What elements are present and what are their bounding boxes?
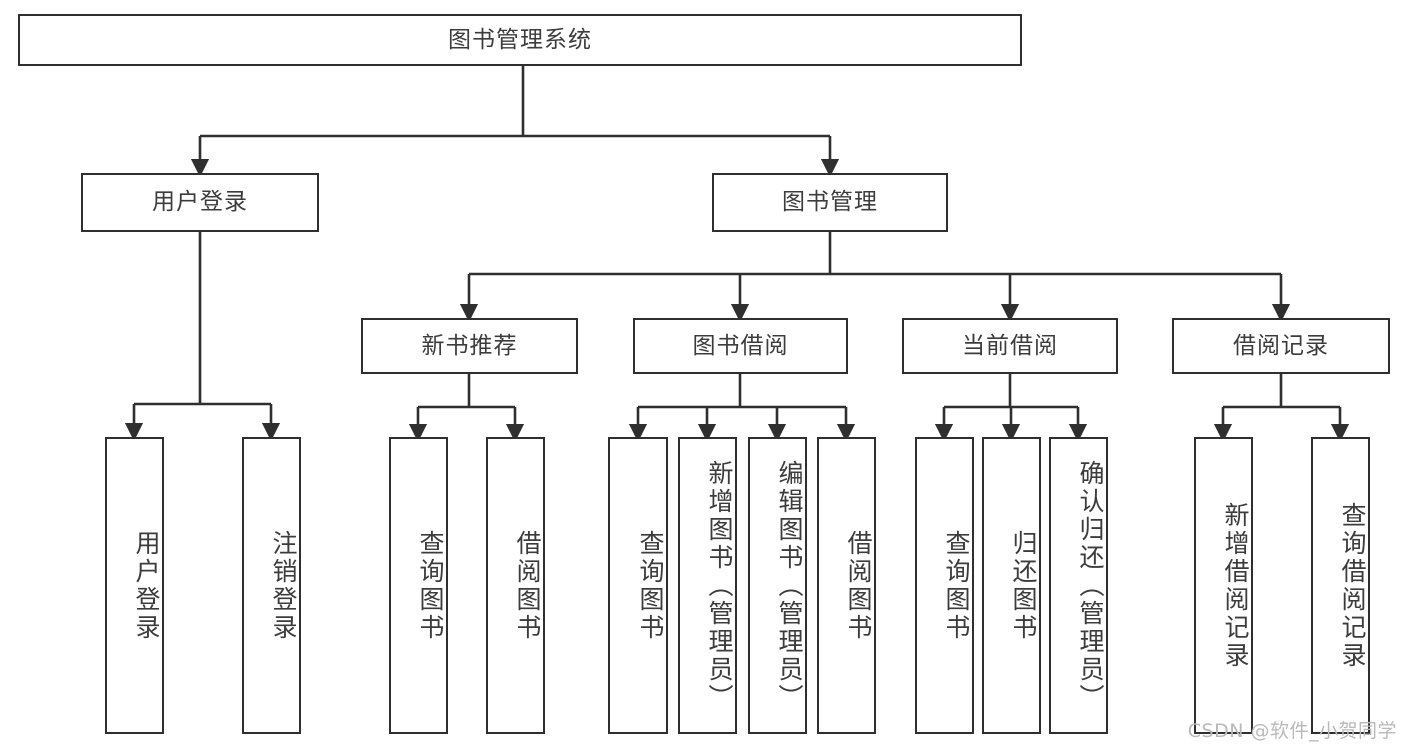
node-leaf-query-book-1-label: 查询图书 bbox=[416, 529, 445, 642]
node-new-book-rec-label: 新书推荐 bbox=[421, 332, 518, 359]
node-leaf-query-book-3[interactable]: 查询图书 bbox=[915, 437, 974, 734]
node-leaf-edit-book-label: 编辑图书（管理员） bbox=[775, 459, 804, 712]
node-leaf-add-book[interactable]: 新增图书（管理员） bbox=[678, 437, 737, 734]
node-leaf-borrow-book-2[interactable]: 借阅图书 bbox=[817, 437, 876, 734]
node-leaf-query-book-2[interactable]: 查询图书 bbox=[608, 437, 668, 734]
node-book-borrow-label: 图书借阅 bbox=[692, 332, 789, 359]
node-leaf-add-record-label: 新增借阅记录 bbox=[1221, 501, 1250, 670]
node-new-book-rec[interactable]: 新书推荐 bbox=[361, 318, 578, 374]
node-leaf-user-login-label: 用户登录 bbox=[132, 529, 161, 642]
node-root-label: 图书管理系统 bbox=[448, 26, 592, 53]
node-user-login-label: 用户登录 bbox=[152, 189, 248, 216]
node-book-borrow[interactable]: 图书借阅 bbox=[633, 318, 848, 374]
node-borrow-record[interactable]: 借阅记录 bbox=[1172, 318, 1390, 374]
node-leaf-logout[interactable]: 注销登录 bbox=[242, 437, 301, 734]
node-leaf-edit-book[interactable]: 编辑图书（管理员） bbox=[748, 437, 807, 734]
node-leaf-return-book[interactable]: 归还图书 bbox=[982, 437, 1041, 734]
node-leaf-query-book-2-label: 查询图书 bbox=[636, 529, 665, 642]
node-root[interactable]: 图书管理系统 bbox=[18, 14, 1022, 66]
node-current-borrow-label: 当前借阅 bbox=[962, 332, 1058, 359]
node-leaf-return-book-label: 归还图书 bbox=[1009, 529, 1038, 642]
node-book-manage-label: 图书管理 bbox=[782, 189, 878, 216]
node-leaf-confirm-return[interactable]: 确认归还（管理员） bbox=[1049, 437, 1108, 734]
node-borrow-record-label: 借阅记录 bbox=[1233, 332, 1329, 359]
node-leaf-query-book-3-label: 查询图书 bbox=[942, 529, 971, 642]
node-current-borrow[interactable]: 当前借阅 bbox=[902, 318, 1118, 374]
node-leaf-add-book-label: 新增图书（管理员） bbox=[705, 459, 734, 712]
node-leaf-add-record[interactable]: 新增借阅记录 bbox=[1194, 437, 1253, 734]
node-leaf-user-login[interactable]: 用户登录 bbox=[105, 437, 164, 734]
node-leaf-logout-label: 注销登录 bbox=[269, 529, 298, 642]
watermark: CSDN @软件_小贺同学 bbox=[1187, 720, 1397, 742]
node-leaf-query-record[interactable]: 查询借阅记录 bbox=[1311, 437, 1370, 734]
node-book-manage[interactable]: 图书管理 bbox=[712, 173, 948, 232]
node-leaf-query-book-1[interactable]: 查询图书 bbox=[389, 437, 448, 734]
node-leaf-borrow-book-1[interactable]: 借阅图书 bbox=[486, 437, 545, 734]
node-leaf-confirm-return-label: 确认归还（管理员） bbox=[1076, 459, 1105, 712]
node-leaf-borrow-book-2-label: 借阅图书 bbox=[844, 529, 873, 642]
node-leaf-query-record-label: 查询借阅记录 bbox=[1338, 501, 1367, 670]
node-user-login[interactable]: 用户登录 bbox=[81, 173, 319, 232]
node-leaf-borrow-book-1-label: 借阅图书 bbox=[513, 529, 542, 642]
